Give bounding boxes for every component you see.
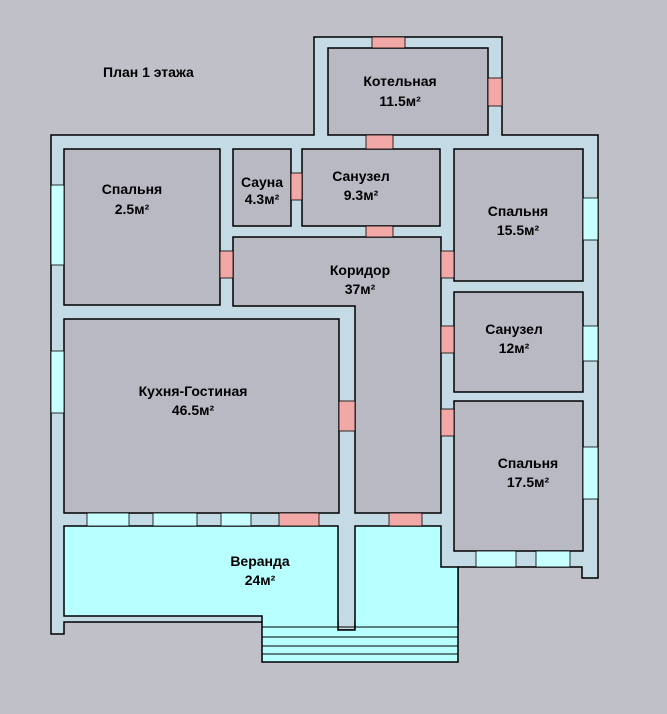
window xyxy=(582,446,599,500)
label-bedroom-1-area: 2.5м² xyxy=(115,201,150,217)
label-bathroom-1-area: 9.3м² xyxy=(344,187,379,203)
veranda-area xyxy=(63,525,459,663)
door xyxy=(388,512,423,527)
door xyxy=(440,408,455,437)
window xyxy=(535,550,571,568)
room-bathroom-2 xyxy=(453,291,584,393)
door xyxy=(365,134,394,150)
label-bedroom-2-name: Спальня xyxy=(488,203,548,219)
plan-title: План 1 этажа xyxy=(103,64,194,80)
window xyxy=(50,184,65,266)
window xyxy=(50,350,65,414)
window xyxy=(152,512,198,527)
label-boiler-area: 11.5м² xyxy=(379,93,421,109)
door xyxy=(338,400,356,432)
door xyxy=(440,250,455,279)
label-bedroom-3-area: 17.5м² xyxy=(507,474,550,490)
label-kitchen-living-area: 46.5м² xyxy=(172,402,215,418)
label-bathroom-2-area: 12м² xyxy=(499,340,530,356)
label-veranda-area: 24м² xyxy=(245,572,276,588)
room-corridor xyxy=(232,236,442,514)
room-bedroom-3 xyxy=(453,400,584,552)
label-boiler-name: Котельная xyxy=(363,73,436,89)
window xyxy=(582,325,599,362)
door xyxy=(219,250,234,279)
label-sauna-name: Сауна xyxy=(241,174,283,190)
window xyxy=(582,197,599,241)
room-bathroom-1 xyxy=(301,148,441,227)
label-sauna-area: 4.3м² xyxy=(245,191,280,207)
room-boiler xyxy=(327,47,489,136)
window xyxy=(220,512,252,527)
label-kitchen-living-name: Кухня-Гостиная xyxy=(139,383,248,399)
door xyxy=(290,172,303,201)
room-bedroom-1 xyxy=(63,148,221,306)
label-veranda-name: Веранда xyxy=(230,553,290,569)
label-bathroom-1-name: Санузел xyxy=(332,168,390,184)
room-kitchen-living xyxy=(63,318,340,514)
label-bedroom-3-name: Спальня xyxy=(498,455,558,471)
door xyxy=(365,225,394,238)
door xyxy=(278,512,320,527)
label-corridor-area: 37м² xyxy=(345,281,376,297)
door xyxy=(487,77,503,107)
label-bathroom-2-name: Санузел xyxy=(485,321,543,337)
window xyxy=(86,512,130,527)
door xyxy=(440,325,455,354)
window xyxy=(475,550,517,568)
room-bedroom-2 xyxy=(453,148,584,282)
label-corridor-name: Коридор xyxy=(330,262,390,278)
label-bedroom-1-name: Спальня xyxy=(102,181,162,197)
door xyxy=(371,36,406,49)
label-bedroom-2-area: 15.5м² xyxy=(497,222,540,238)
